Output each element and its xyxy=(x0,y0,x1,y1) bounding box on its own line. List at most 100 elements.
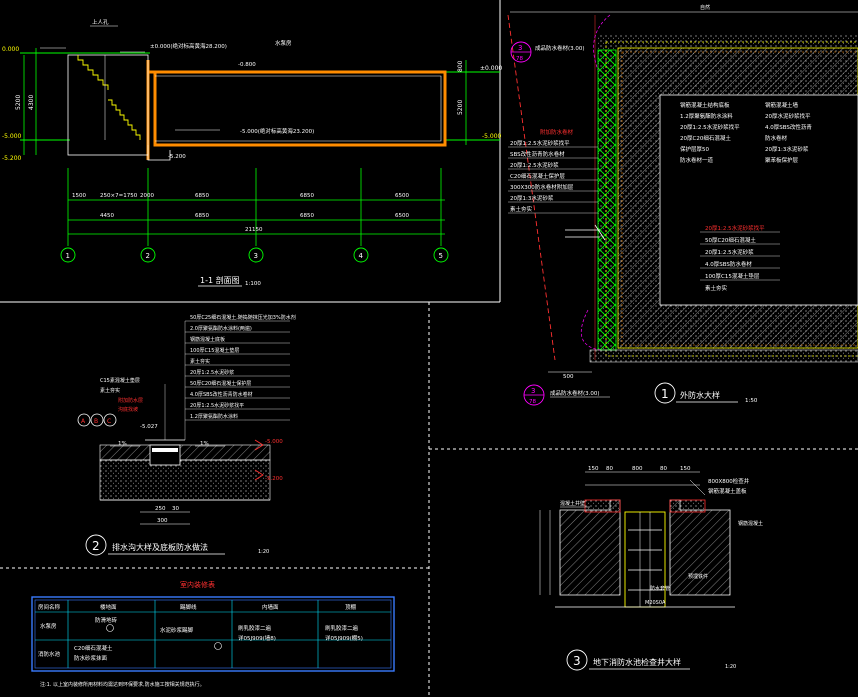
th-4: 顶棚 xyxy=(345,603,357,611)
d2-red-1: 沟底找坡 xyxy=(118,406,138,413)
detail-2-drain: 50厚C25细石混凝土,随捣随抹压光加3%防水剂 2.0厚聚氨酯防水涂料(两遍)… xyxy=(77,314,296,556)
d1-right-note-9: 防水卷材 xyxy=(765,134,788,142)
d2-note-0: 50厚C25细石混凝土,随捣随抹压光加3%防水剂 xyxy=(190,314,296,321)
td-2-4: 详05J909(棚5) xyxy=(325,634,363,642)
detail2-title: 排水沟大样及底板防水做法 xyxy=(112,542,208,552)
dim-4: 6850 xyxy=(195,193,209,199)
d1-right-note-8: 4.0厚SBS改性沥青 xyxy=(765,123,812,131)
d1-left-note-4: C20细石混凝土保护层 xyxy=(510,172,565,180)
d2-level-0: -5.000 xyxy=(265,439,283,445)
detail1-floor-notes: 20厚1:2.5水泥砂浆找平 50厚C20细石混凝土 20厚1:2.5水泥砂浆 … xyxy=(700,224,780,292)
td-1-4: 刷乳胶漆二遍 xyxy=(325,624,359,632)
d1-left-note-3: 20厚1:2.5水泥砂浆 xyxy=(510,161,559,169)
d2-note-4: 素土夯实 xyxy=(190,358,210,365)
d2-dim-1: 30 xyxy=(172,506,179,512)
d2-note-6: 50厚C20细石混凝土保护层 xyxy=(190,380,251,387)
td-2-1: 防水砂浆抹面 xyxy=(74,654,108,662)
d3-note-1: 钢筋混凝土盖板 xyxy=(708,487,747,495)
d1-right-note-7: 20厚水泥砂浆找平 xyxy=(765,112,811,120)
detail3-number: 3 xyxy=(573,654,581,668)
d1-right-note-5: 防水卷材一道 xyxy=(680,156,714,164)
d1-left-note-2: SBS改性沥青防水卷材 xyxy=(510,150,565,158)
vert-dim-3: 5200 xyxy=(457,100,464,115)
detail3-title: 地下消防水池检查井大样 xyxy=(593,657,681,667)
legend-title: 室内装修表 xyxy=(180,580,215,589)
d2-note-9: 1.2厚聚氨酯防水涂料 xyxy=(190,413,238,420)
d2-dim-2: 300 xyxy=(157,518,168,524)
d2-level-1: -5.200 xyxy=(265,476,283,482)
d2-slope-left: 1% xyxy=(118,441,127,447)
bottom-level-note: -5.000(绝对标高黄海23.200) xyxy=(240,127,314,135)
level-0: 0.000 xyxy=(2,46,19,53)
d2-note-8: 20厚1:2.5水泥砂浆找平 xyxy=(190,402,244,409)
d2-note-11: 素土夯实 xyxy=(100,387,120,394)
dim-total: 21150 xyxy=(245,227,263,233)
detail3-scale: 1:20 xyxy=(725,664,736,670)
detail1-scale: 1:50 xyxy=(745,398,758,404)
d3-note-3: 防水套管 xyxy=(650,585,670,592)
section-title: 1-1 剖面图 xyxy=(200,275,240,285)
dim-6: 6500 xyxy=(395,193,409,199)
d3-dim-3: 80 xyxy=(660,466,667,472)
pit-level: -5.200 xyxy=(168,154,186,160)
d1-right-note-3: 20厚C20细石混凝土 xyxy=(680,134,731,142)
d1-floor-note-3: 4.0厚SBS防水卷材 xyxy=(705,260,752,268)
dim-r2-3: 6850 xyxy=(300,213,314,219)
d2-callout-b: B xyxy=(94,418,98,425)
d3-left-label: 混凝土井壁 xyxy=(560,500,585,507)
d1-left-note-7: 素土夯实 xyxy=(510,205,533,213)
d2-note-10: C15素混凝土垫层 xyxy=(100,377,140,384)
d1-floor-note-4: 100厚C15混凝土垫层 xyxy=(705,272,760,280)
axis-4: 4 xyxy=(359,252,364,260)
td-1-3: 刷乳胶漆二遍 xyxy=(238,624,272,632)
dim-r2-2: 6850 xyxy=(195,213,209,219)
th-2: 踢脚线 xyxy=(180,603,197,611)
detail1-right-notes: 钢筋混凝土结构底板 1.2厚聚氨酯防水涂料 20厚1:2.5水泥砂浆找平 20厚… xyxy=(680,101,812,164)
td-0-0: 水泵房 xyxy=(40,622,57,630)
detail1-callout-bot: 3 xyxy=(531,387,535,395)
d1-floor-note-5: 素土夯实 xyxy=(705,284,728,292)
detail1-callout-top: 3 xyxy=(518,44,522,52)
top-level-note: ±0.000(绝对标高黄海28.200) xyxy=(150,42,227,50)
detail1-dim-top: 自然 xyxy=(700,4,710,11)
detail1-bottom-note: 成品防水卷材(3.00) xyxy=(550,389,600,397)
d1-floor-note-1: 50厚C20细石混凝土 xyxy=(705,236,756,244)
vert-dim-2: 4300 xyxy=(28,95,35,110)
d3-dim-4: 150 xyxy=(680,466,691,472)
axis-5: 5 xyxy=(439,252,443,260)
detail2-callouts: A B C xyxy=(77,413,117,427)
axis-3: 3 xyxy=(254,252,258,260)
d2-note-7: 4.0厚SBS改性沥青防水卷材 xyxy=(190,391,253,398)
detail1-callout-top-sub: 78 xyxy=(516,56,523,62)
d2-level-2: -5.027 xyxy=(140,424,158,430)
dim-3: 2000 xyxy=(140,193,154,199)
d2-callout-c: C xyxy=(107,418,111,425)
detail1-title: 外防水大样 xyxy=(680,390,720,400)
d1-floor-note-0: 20厚1:2.5水泥砂浆找平 xyxy=(705,224,765,232)
d1-right-note-0: 钢筋混凝土结构底板 xyxy=(680,101,730,109)
d2-slope-right: 1% xyxy=(200,441,209,447)
d1-left-note-1: 20厚1:2.5水泥砂浆找平 xyxy=(510,139,570,147)
room-level: -0.800 xyxy=(238,62,256,68)
d1-left-note-5: 300X300防水卷材附加层 xyxy=(510,183,574,191)
d2-callout-a: A xyxy=(81,418,86,425)
d1-right-note-6: 钢筋混凝土墙 xyxy=(765,101,799,109)
d1-floor-note-2: 20厚1:2.5水泥砂浆 xyxy=(705,248,754,256)
d2-red-0: 附加防水层 xyxy=(118,397,143,404)
detail-3-manhole: 150 80 800 80 150 800X800检查井 钢筋混凝土盖板 预埋铁… xyxy=(539,466,763,671)
td-1-2: 水泥砂浆踢脚 xyxy=(160,626,194,634)
detail-1-waterproof: 自然 3 78 成品防水卷材(3.00) 3 78 成品防水卷材(3.00) xyxy=(507,4,858,406)
d3-dim-2: 800 xyxy=(632,466,643,472)
section-1-1: 0.000 -5.000 -5.200 ±0.000 -5.000 5200 4… xyxy=(2,18,502,287)
th-0: 房间名称 xyxy=(38,603,61,611)
dim-2: 250×7=1750 xyxy=(100,193,138,199)
td-2-3: 详05J909(墙8) xyxy=(238,634,276,642)
level-minus5: -5.000 xyxy=(2,133,22,140)
axis-1: 1 xyxy=(66,252,70,260)
mid-label: 水泵房 xyxy=(275,39,292,47)
vert-dim-0: 800 xyxy=(457,60,464,72)
d1-left-note-6: 20厚1:3水泥砂浆 xyxy=(510,194,554,202)
d2-note-2: 钢筋混凝土底板 xyxy=(190,336,225,343)
